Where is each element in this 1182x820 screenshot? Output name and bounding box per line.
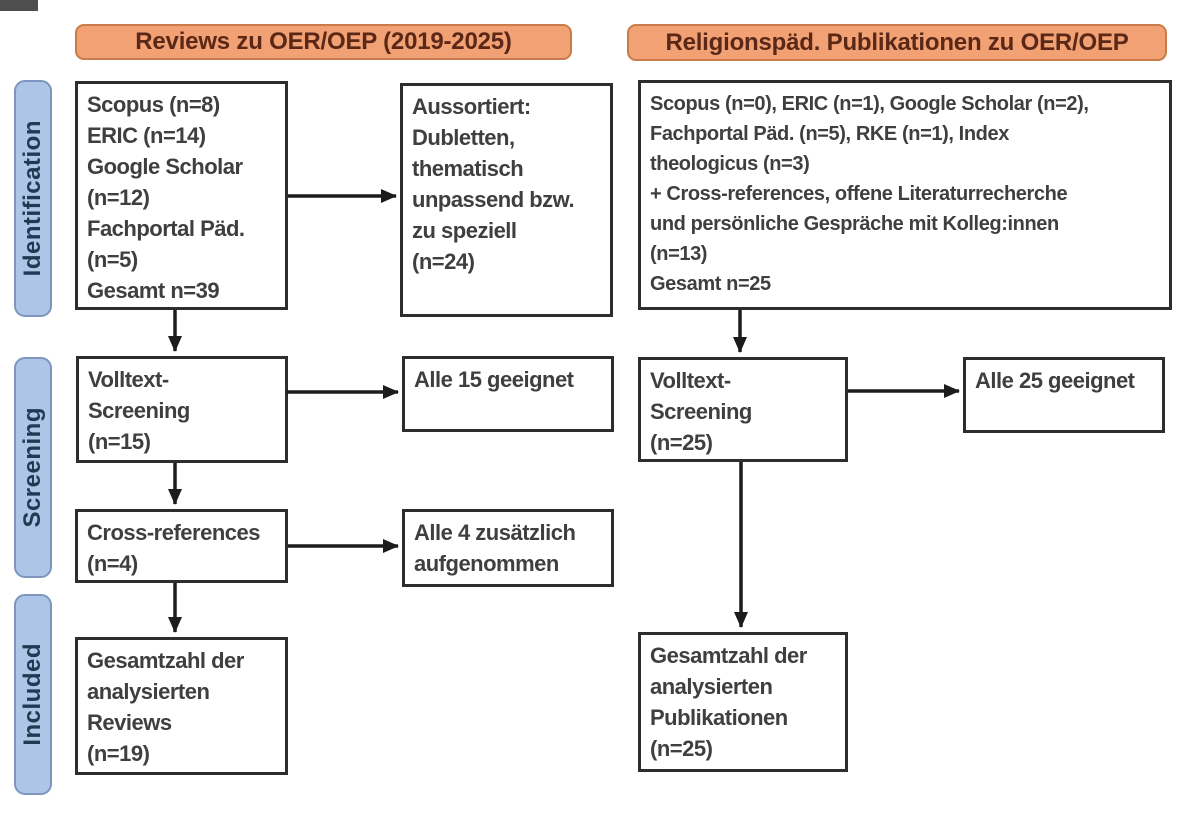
box-crossreferences-reviews: Cross-references (n=4) bbox=[75, 509, 288, 583]
box-text: Scopus (n=0), ERIC (n=1), Google Scholar… bbox=[650, 93, 1089, 295]
scan-artifact bbox=[0, 0, 38, 11]
stage-label-text: Included bbox=[19, 643, 46, 746]
box-text: Alle 15 geeignet bbox=[414, 367, 574, 392]
box-text: Gesamtzahl der analysierten Reviews (n=1… bbox=[87, 648, 244, 766]
box-sources-reviews: Scopus (n=8) ERIC (n=14) Google Scholar … bbox=[75, 81, 288, 310]
box-eligible-reviews: Alle 15 geeignet bbox=[402, 356, 614, 432]
box-included-publications: Gesamtzahl der analysierten Publikatione… bbox=[638, 632, 848, 772]
box-text: Volltext- Screening (n=15) bbox=[88, 367, 190, 454]
stage-label-text: Identification bbox=[19, 120, 46, 277]
box-text: Scopus (n=8) ERIC (n=14) Google Scholar … bbox=[87, 92, 245, 303]
box-text: Alle 4 zusätzlich aufgenommen bbox=[414, 520, 576, 576]
box-added-crossreferences: Alle 4 zusätzlich aufgenommen bbox=[402, 509, 614, 587]
box-text: Aussortiert: Dubletten, thematisch unpas… bbox=[412, 94, 575, 274]
box-excluded-reviews: Aussortiert: Dubletten, thematisch unpas… bbox=[400, 83, 613, 317]
stage-label-text: Screening bbox=[19, 407, 46, 528]
box-text: Volltext- Screening (n=25) bbox=[650, 368, 752, 455]
box-text: Cross-references (n=4) bbox=[87, 520, 260, 576]
stage-label-screening: Screening bbox=[14, 357, 52, 578]
stage-label-included: Included bbox=[14, 594, 52, 795]
box-text: Alle 25 geeignet bbox=[975, 368, 1135, 393]
box-included-reviews: Gesamtzahl der analysierten Reviews (n=1… bbox=[75, 637, 288, 775]
box-text: Gesamtzahl der analysierten Publikatione… bbox=[650, 643, 807, 761]
box-fulltext-screening-publications: Volltext- Screening (n=25) bbox=[638, 357, 848, 462]
column-header-religionspaed-publikationen: Religionspäd. Publikationen zu OER/OEP bbox=[627, 24, 1167, 61]
box-sources-publications: Scopus (n=0), ERIC (n=1), Google Scholar… bbox=[638, 80, 1172, 310]
column-header-reviews: Reviews zu OER/OEP (2019-2025) bbox=[75, 24, 572, 60]
box-fulltext-screening-reviews: Volltext- Screening (n=15) bbox=[76, 356, 288, 463]
box-eligible-publications: Alle 25 geeignet bbox=[963, 357, 1165, 433]
stage-label-identification: Identification bbox=[14, 80, 52, 317]
